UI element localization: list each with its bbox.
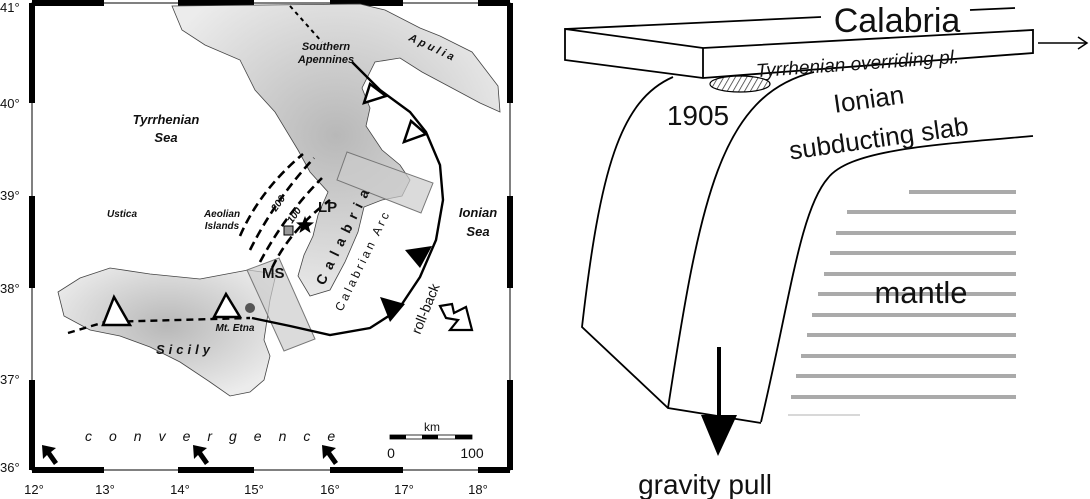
label-convergence: convergence <box>85 428 352 444</box>
scale-max: 100 <box>460 445 484 461</box>
open-triangle-icon <box>362 81 389 105</box>
map-panel: 200 100 Tyrrhenian Sea Ionian Sea Southe… <box>0 0 513 497</box>
scale-min: 0 <box>387 445 395 461</box>
label-aeolian: Aeolian <box>203 209 240 220</box>
lat-tick: 37° <box>0 372 20 387</box>
arrow-head-icon <box>1077 36 1089 50</box>
label-apennines: Apennines <box>297 54 354 66</box>
lat-tick-labels: 41° 40° 39° 38° 37° 36° <box>0 0 20 475</box>
lat-tick: 41° <box>0 0 20 15</box>
section-label-1905: 1905 <box>667 100 729 131</box>
lon-tick: 18° <box>468 482 488 497</box>
lon-tick: 17° <box>394 482 414 497</box>
convergence-arrow-icon <box>322 445 338 465</box>
open-triangle-icon <box>211 291 243 319</box>
label-lp: LP <box>318 199 337 216</box>
label-southern: Southern <box>302 41 351 53</box>
plate-top-line <box>564 16 822 30</box>
lat-tick: 39° <box>0 188 20 203</box>
slab-depth-contours <box>238 153 331 269</box>
rupture-zone-1905 <box>709 75 771 93</box>
label-ustica: Ustica <box>107 209 137 220</box>
label-ionian: Ionian <box>459 205 497 220</box>
label-tyrrhenian-sea: Sea <box>154 130 177 145</box>
filled-triangle-icon <box>380 297 405 322</box>
section-label-ionian: Ionian <box>832 79 906 119</box>
convergence-arrows <box>42 445 338 465</box>
label-islands: Islands <box>205 221 240 232</box>
convergence-arrow-icon <box>193 445 209 465</box>
label-tyrrhenian: Tyrrhenian <box>133 112 200 127</box>
section-label-slab: subducting slab <box>787 111 970 166</box>
lat-tick: 36° <box>0 460 20 475</box>
label-ionian-sea: Sea <box>466 224 489 239</box>
lon-tick: 16° <box>320 482 340 497</box>
lat-tick: 40° <box>0 96 20 111</box>
section-label-gravity-pull: gravity pull <box>638 469 772 499</box>
map-frame-ticks <box>29 0 513 473</box>
lon-tick: 14° <box>170 482 190 497</box>
plate-top-line <box>969 7 1016 11</box>
lat-tick: 38° <box>0 281 20 296</box>
rollback-arrow-icon <box>438 302 474 332</box>
study-box-north <box>336 151 434 214</box>
gravity-arrow-head-icon <box>701 415 737 456</box>
slab-lower-edge <box>760 135 1034 423</box>
filled-triangle-icon <box>405 246 432 268</box>
convergence-arrow-icon <box>42 445 58 465</box>
lon-tick-labels: 12° 13° 14° 15° 16° 17° 18° <box>24 482 488 497</box>
epicenter-star-icon <box>296 216 314 233</box>
section-label-calabria: Calabria <box>834 2 961 40</box>
etna-peak <box>245 303 255 313</box>
open-triangle-icon <box>101 294 133 327</box>
label-etna: Mt. Etna <box>216 323 255 334</box>
lon-tick: 13° <box>95 482 115 497</box>
lon-tick: 12° <box>24 482 44 497</box>
scale-bar <box>389 434 473 440</box>
apennine-dashed-line <box>289 5 323 43</box>
mantle-hatching <box>791 190 1016 399</box>
section-panel <box>564 7 1089 456</box>
section-label-mantle: mantle <box>874 275 967 310</box>
lon-tick: 15° <box>244 482 264 497</box>
scale-unit: km <box>424 420 440 434</box>
label-ms: MS <box>262 265 285 282</box>
open-triangle-icon <box>401 118 429 145</box>
slab-interface <box>667 71 815 409</box>
subduction-front <box>251 61 445 337</box>
label-sicily: Sicily <box>156 342 214 357</box>
slab-outer-edge <box>581 76 762 424</box>
station-square-icon <box>283 225 294 236</box>
